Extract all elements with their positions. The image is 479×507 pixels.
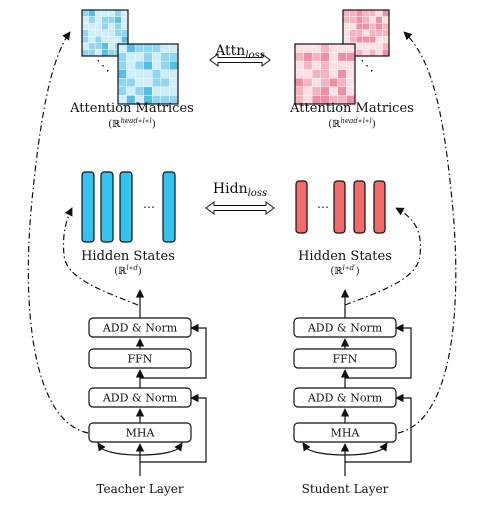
teacher-qkv-right-head xyxy=(174,442,183,452)
student-hidden-ellipsis: … xyxy=(317,197,329,211)
student-hidden-dims: (ℝl∗d′) xyxy=(330,264,359,277)
teacher-hidden-ellipsis: … xyxy=(143,197,155,211)
teacher-hidden-title: Hidden States xyxy=(81,249,175,264)
dashdot-arrows xyxy=(27,31,457,434)
teacher-hidden-bar-4 xyxy=(162,171,176,243)
student-mha-label: MHA xyxy=(331,427,361,440)
student-output-to-hidden-arrow xyxy=(344,207,422,306)
teacher-hidden-bar-2 xyxy=(100,171,114,243)
student-hidden-title: Hidden States xyxy=(298,249,392,264)
teacher-residual-1 xyxy=(140,393,207,463)
student-qkv-left xyxy=(302,444,346,456)
teacher-qkv-left xyxy=(97,444,141,456)
student-attention-dims: (ℝhead∗l∗l) xyxy=(328,117,376,130)
hidden-loss-double-arrow xyxy=(205,201,275,215)
teacher-mha-label: MHA xyxy=(126,427,156,440)
teacher-ffn-label: FFN xyxy=(128,353,153,366)
teacher-attention-dims: (ℝhead∗l∗l) xyxy=(108,117,156,130)
teacher-residual-2 xyxy=(140,323,207,379)
student-attention-matrix-front xyxy=(294,43,356,105)
hidden-loss-label: Hidnloss xyxy=(213,181,267,199)
student-qkv-right xyxy=(344,444,388,456)
teacher-hidden-bars xyxy=(81,171,176,243)
teacher-hidden-bar-3 xyxy=(119,171,133,243)
student-qkv-left-head xyxy=(302,442,311,452)
teacher-attention-matrix-front xyxy=(117,43,179,105)
student-qkv-right-head xyxy=(379,442,388,452)
teacher-hidden-dims: (ℝl∗d) xyxy=(114,264,142,277)
student-add-norm-2-label: ADD & Norm xyxy=(307,322,383,335)
student-hidden-bar-3 xyxy=(353,180,366,234)
student-attention-matrices xyxy=(294,9,390,105)
attention-loss-double-arrow xyxy=(209,53,271,67)
student-hidden-bar-2 xyxy=(333,180,346,234)
teacher-add-norm-2-label: ADD & Norm xyxy=(102,322,178,335)
student-hidden-bars xyxy=(295,180,386,234)
teacher-layer-label: Teacher Layer xyxy=(96,482,183,496)
student-add-norm-1-label: ADD & Norm xyxy=(307,392,383,405)
teacher-qkv-right xyxy=(139,444,183,456)
attention-loss-label: Attnloss xyxy=(214,43,265,61)
teacher-hidden-bar-1 xyxy=(81,171,95,243)
student-hidden-bar-1 xyxy=(295,180,308,234)
student-attention-title: Attention Matrices xyxy=(289,101,414,116)
teacher-attention-ellipsis: ⋱ xyxy=(96,58,110,74)
student-hidden-bar-4 xyxy=(373,180,386,234)
teacher-mha-to-attention-arrow xyxy=(27,31,89,434)
student-residual-1 xyxy=(345,393,412,463)
teacher-attention-matrix-back xyxy=(81,9,129,57)
student-ffn-label: FFN xyxy=(333,353,358,366)
teacher-attention-matrices xyxy=(81,9,179,105)
teacher-output-to-hidden-arrow xyxy=(62,207,139,306)
teacher-qkv-left-head xyxy=(97,442,106,452)
teacher-attention-title: Attention Matrices xyxy=(69,101,194,116)
student-mha-to-attention-arrow xyxy=(397,31,457,434)
teacher-add-norm-1-label: ADD & Norm xyxy=(102,392,178,405)
student-layer-label: Student Layer xyxy=(302,482,389,496)
student-attention-ellipsis: ⋱ xyxy=(360,58,374,74)
student-residual-2 xyxy=(345,323,412,379)
